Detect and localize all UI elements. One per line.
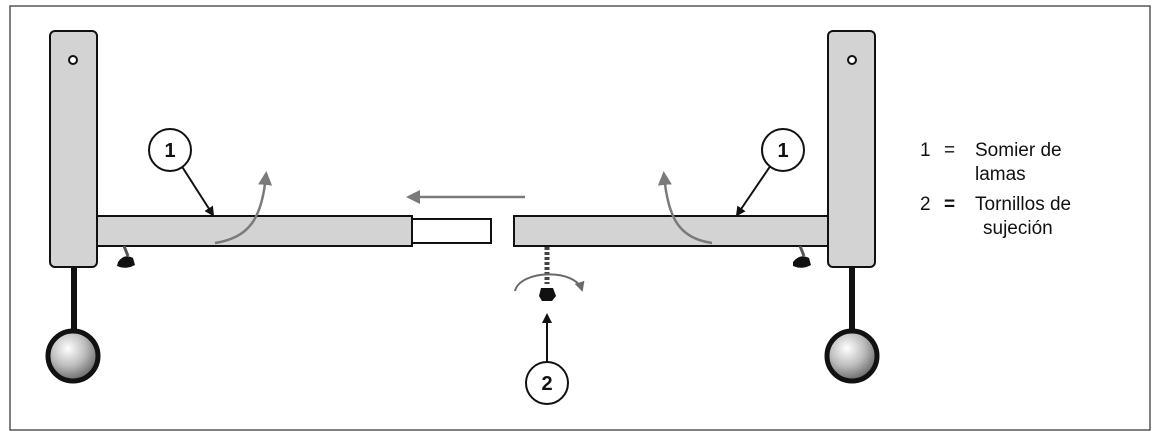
right-small-screw (793, 245, 811, 268)
left-caster-wheel (45, 328, 101, 384)
left-small-screw (117, 245, 135, 268)
left-post-hole (68, 55, 78, 65)
callout-1-right-circle (761, 128, 805, 172)
callout-1-left-number: 1 (164, 140, 175, 162)
left-head-post (49, 30, 98, 268)
callout-1-right-number: 1 (777, 140, 788, 162)
callout-1-left-leader (180, 164, 215, 217)
callout-1-right-leader (735, 164, 772, 217)
left-bed-end (45, 30, 492, 384)
legend-2-equals: = (944, 194, 955, 215)
legend: 1 = Somier de lamas 2 = Tornillos de suj… (920, 140, 1071, 239)
legend-1-text: Somier de (975, 140, 1062, 161)
legend-2-text: Tornillos de (975, 194, 1071, 215)
legend-1-number: 1 (920, 140, 931, 161)
right-head-post (827, 30, 876, 268)
legend-1-text-cont: lamas (975, 164, 1026, 185)
callout-2-circle (525, 361, 569, 405)
right-caster-wheel (824, 328, 880, 384)
left-caster-stem (71, 268, 77, 340)
right-slat-frame (513, 215, 829, 247)
fixing-screw (539, 247, 556, 301)
legend-2-text-cont: sujeción (983, 218, 1053, 239)
callout-1-left-circle (148, 128, 192, 172)
right-post-hole (847, 55, 857, 65)
right-bed-end (513, 30, 880, 384)
telescopic-tube (411, 218, 492, 244)
legend-1-equals: = (944, 140, 955, 161)
callout-2-number: 2 (541, 373, 552, 395)
right-lift-arrow (657, 171, 713, 245)
legend-2-number: 2 (920, 194, 931, 215)
diagram-border (9, 5, 1151, 431)
right-caster-stem (849, 268, 855, 340)
screw-rotation-arrow (514, 273, 585, 292)
left-lift-arrow (214, 171, 273, 245)
